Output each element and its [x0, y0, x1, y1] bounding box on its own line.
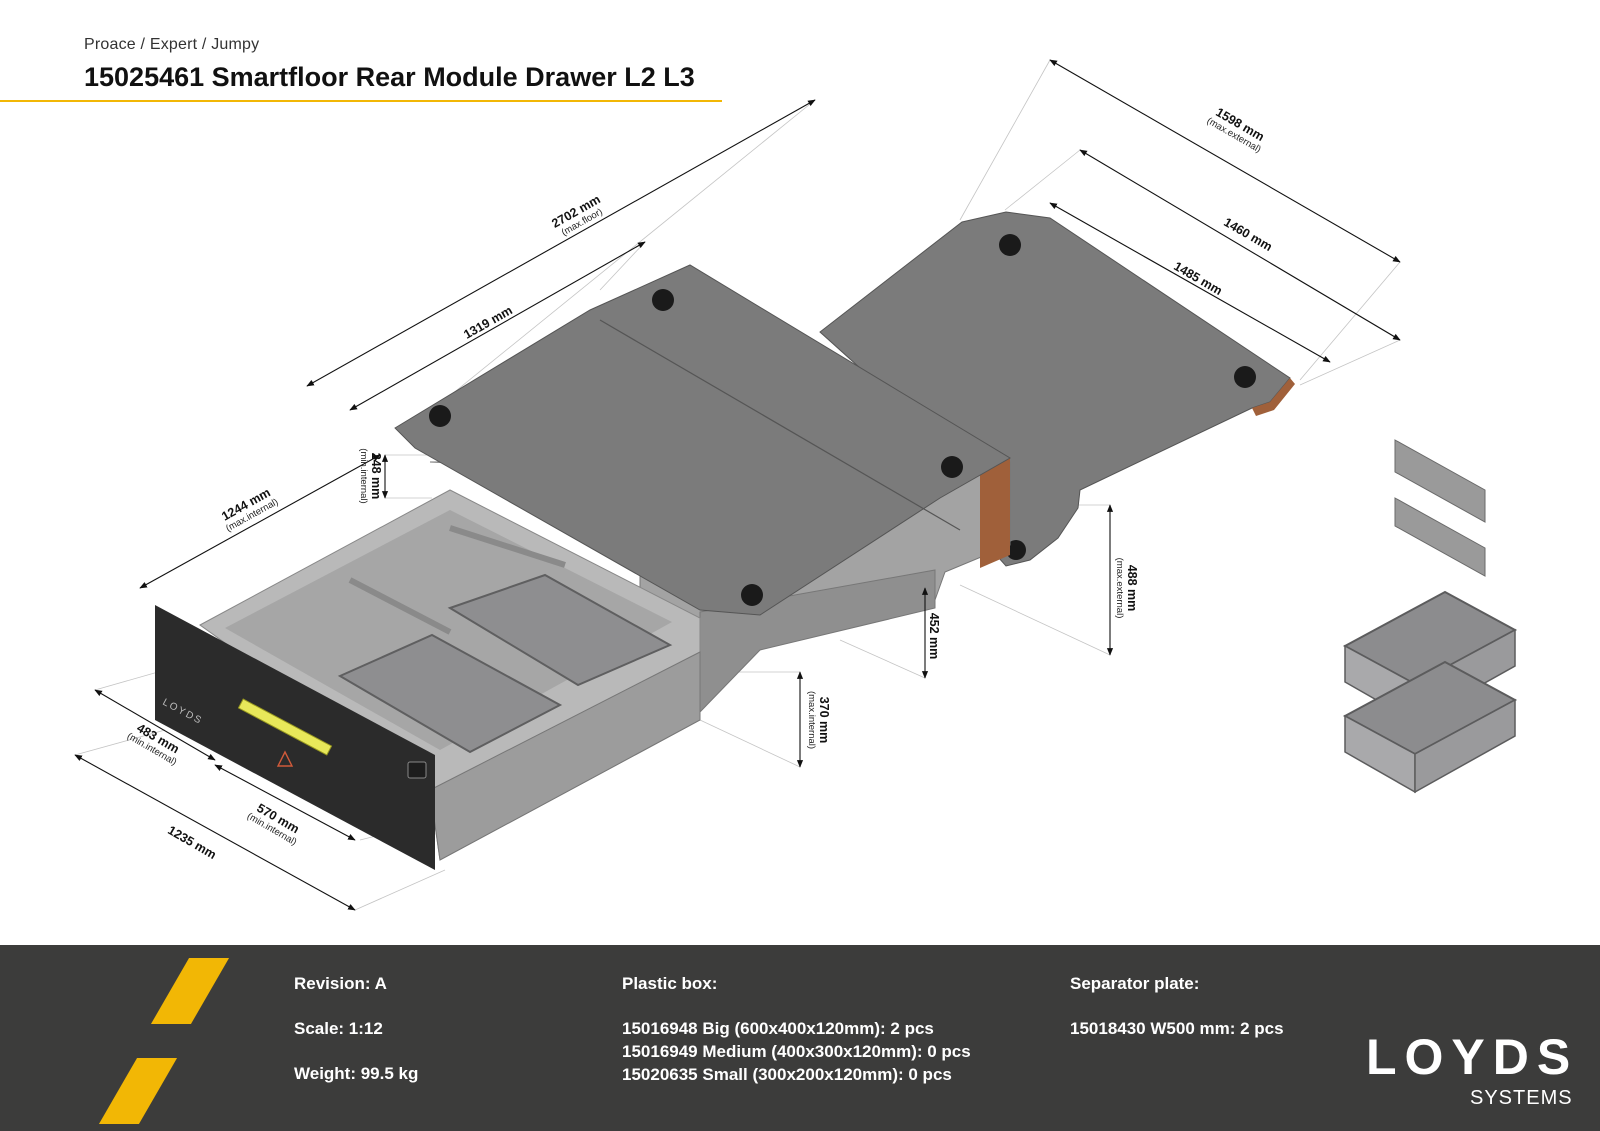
revision-label: Revision: A: [294, 974, 387, 993]
plastic-box-big: [447, 573, 673, 687]
dim-value: 248 mm: [369, 453, 383, 500]
separator-plate-line: 15018430 W500 mm: 2 pcs: [1070, 1019, 1284, 1038]
plastic-box-loose: [1342, 660, 1518, 794]
floor-mount-point: [652, 289, 674, 311]
dim-line-1485: [1049, 202, 1331, 363]
dim-note: (max.internal): [806, 691, 817, 749]
dim-label-1598: 1598 mm (max.external): [1205, 105, 1267, 155]
header: Proace / Expert / Jumpy 15025461 Smartfl…: [0, 0, 760, 110]
floor-mount-point: [1006, 540, 1026, 560]
dim-label-488: 488 mm (max.external): [1114, 558, 1139, 619]
drawer-side-rail: [429, 651, 701, 861]
plastic-box-heading: Plastic box:: [622, 974, 718, 993]
technical-drawing: LOYDS 2702 mm (max.floor) 1319 mm: [74, 59, 1518, 911]
plastic-box-big: [337, 633, 563, 754]
dim-line-1235: [74, 754, 356, 911]
floor-mount-point: [999, 234, 1021, 256]
dim-line-483: [94, 689, 216, 761]
weight-label: Weight: 99.5 kg: [294, 1064, 419, 1083]
dim-value: 1485 mm: [1171, 259, 1224, 298]
dim-note: (min.internal): [358, 448, 369, 503]
brand-logo-subtitle: SYSTEMS: [1470, 1087, 1573, 1109]
floor-mount-point: [741, 584, 763, 606]
dim-label-248: 248 mm (min.internal): [358, 448, 383, 503]
breadcrumb: Proace / Expert / Jumpy: [84, 36, 260, 53]
page-title: 15025461 Smartfloor Rear Module Drawer L…: [84, 62, 695, 92]
dim-label-1485: 1485 mm: [1171, 259, 1224, 298]
footer-info-bar: [0, 945, 1600, 1131]
dim-label-1235: 1235 mm: [165, 823, 218, 862]
plastic-box-line: 15016949 Medium (400x300x120mm): 0 pcs: [622, 1042, 971, 1061]
dim-line-1598: [1049, 59, 1401, 263]
dim-value: 1235 mm: [165, 823, 218, 862]
dim-note: (max.external): [1114, 558, 1125, 619]
plastic-box-line: 15020635 Small (300x200x120mm): 0 pcs: [622, 1065, 952, 1084]
dim-value: 488 mm: [1125, 565, 1139, 612]
drawer-divider: [348, 577, 452, 635]
plastic-box-line: 15016948 Big (600x400x120mm): 2 pcs: [622, 1019, 934, 1038]
dim-value: 370 mm: [817, 697, 831, 744]
dim-line-1244: [139, 454, 381, 589]
separator-plate: [1394, 439, 1486, 523]
scale-label: Scale: 1:12: [294, 1019, 383, 1038]
drawer-handle: [237, 698, 333, 756]
brand-logo: LOYDS: [1366, 1029, 1579, 1085]
dim-label-452: 452 mm: [927, 613, 941, 660]
dim-label-1460: 1460 mm: [1221, 215, 1274, 254]
floor-mount-point: [429, 405, 451, 427]
dim-label-1319: 1319 mm: [461, 303, 514, 342]
dim-label-370: 370 mm (max.internal): [806, 691, 831, 749]
floor-mount-point: [941, 456, 963, 478]
drawer-divider: [449, 525, 566, 568]
separator-plate: [1394, 497, 1486, 577]
dim-value: 1319 mm: [461, 303, 514, 342]
frame-wood-edge: [980, 458, 1010, 568]
lock-icon: [407, 761, 427, 779]
dim-line-1319: [349, 241, 646, 411]
dim-value: 452 mm: [927, 613, 941, 660]
dim-label-1244: 1244 mm (max.internal): [219, 485, 280, 534]
dim-label-570: 570 mm (min.internal): [245, 801, 302, 848]
dim-value: 1460 mm: [1221, 215, 1274, 254]
rear-floor-wood-edge: [1252, 378, 1295, 416]
separator-plate-heading: Separator plate:: [1070, 974, 1200, 993]
floor-mount-point: [1234, 366, 1256, 388]
